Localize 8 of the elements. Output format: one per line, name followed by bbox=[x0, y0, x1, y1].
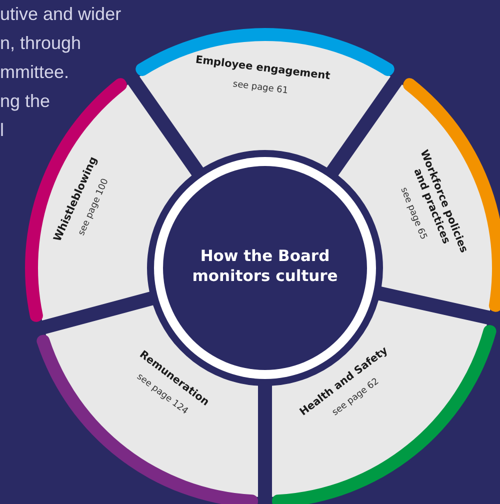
segment-title: Employee engagement bbox=[194, 54, 331, 82]
page-reference: see page 61 bbox=[232, 80, 289, 96]
paragraph-text: utive and wider bbox=[0, 4, 122, 24]
paragraph-text: n, through bbox=[0, 33, 82, 53]
paragraph-text: l bbox=[0, 120, 4, 140]
paragraph-text: ng the bbox=[0, 91, 50, 111]
center-title: How the Board monitors culture bbox=[191, 246, 339, 286]
paragraph-text: mmittee. bbox=[0, 62, 70, 82]
